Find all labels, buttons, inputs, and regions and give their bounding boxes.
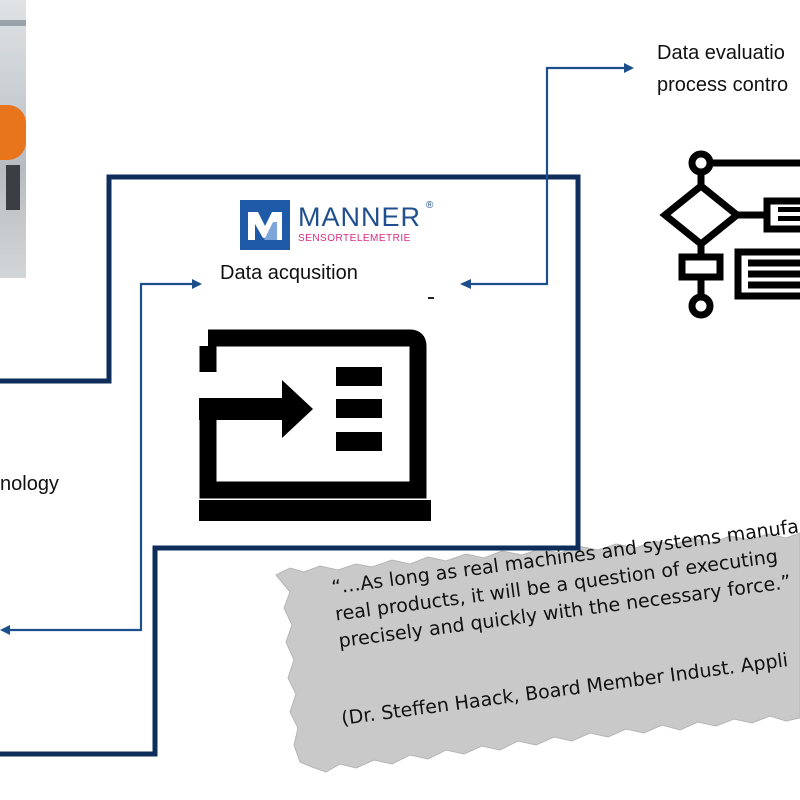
manner-logo-mark xyxy=(240,200,290,250)
photo-beam xyxy=(0,20,26,26)
photo-robot-arm xyxy=(0,105,26,160)
frame-outline xyxy=(0,174,581,757)
logo-subtitle: SENSORTELEMETRIE xyxy=(298,233,411,244)
arrowhead-to-acquisition xyxy=(460,279,471,289)
arrowhead-left xyxy=(0,625,10,635)
logo-name: MANNER xyxy=(298,202,422,232)
photo-robot-base xyxy=(6,165,20,210)
technology-label: nology xyxy=(0,473,59,495)
robot-photo xyxy=(0,0,26,278)
data-acquisition-label: Data acqusition xyxy=(220,262,358,284)
manner-logo: MANNER ® SENSORTELEMETRIE xyxy=(240,200,440,250)
data-evaluation-label-line2: process contro xyxy=(657,74,789,96)
arrow-to-acquisition xyxy=(6,279,202,632)
logo-registered-mark: ® xyxy=(426,200,434,211)
arrow-acquisition-evaluation xyxy=(466,63,634,286)
data-evaluation-label-line1: Data evaluatio xyxy=(657,42,785,64)
